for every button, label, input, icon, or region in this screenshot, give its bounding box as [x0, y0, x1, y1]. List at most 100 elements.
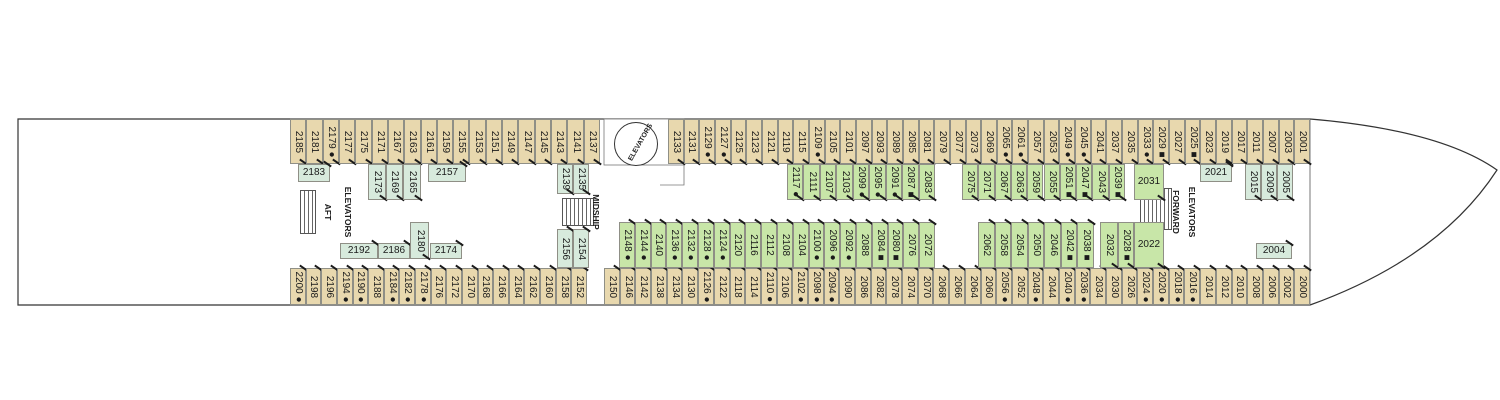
cabin[interactable]: 2151 [485, 119, 503, 164]
cabin[interactable]: 2018 ● [1168, 268, 1185, 305]
cabin[interactable]: 2198 [305, 268, 322, 305]
cabin[interactable]: 2174 [430, 243, 462, 259]
cabin[interactable]: 2034 [1090, 268, 1107, 305]
cabin[interactable]: 2053 [1043, 119, 1060, 164]
cabin[interactable]: 2017 [1231, 119, 1248, 164]
cabin[interactable]: 2158 [555, 268, 572, 305]
cabin[interactable]: 2026 [1121, 268, 1138, 305]
cabin[interactable]: 2081 [918, 119, 935, 164]
cabin[interactable]: 2137 [583, 119, 600, 164]
cabin[interactable]: 2016 ● [1184, 268, 1201, 305]
cabin[interactable]: 2129 ● [699, 119, 715, 164]
cabin[interactable]: 2050 [1027, 222, 1045, 268]
cabin[interactable]: 2133 [668, 119, 684, 164]
cabin[interactable]: 2200 ● [290, 268, 306, 305]
cabin[interactable]: 2156 [557, 229, 573, 268]
cabin[interactable]: 2185 [290, 119, 307, 164]
cabin[interactable]: 2057 [1028, 119, 1044, 164]
cabin[interactable]: 2141 [567, 119, 584, 164]
cabin[interactable]: 2160 [540, 268, 556, 305]
cabin[interactable]: 2140 [650, 222, 667, 268]
cabin[interactable]: 2005 [1277, 164, 1293, 200]
cabin[interactable]: 2000 [1294, 268, 1310, 305]
cabin[interactable]: 2038 ■ [1077, 222, 1094, 268]
cabin[interactable]: 2054 [1011, 222, 1028, 268]
cabin[interactable]: 2039 ■ [1108, 164, 1125, 200]
cabin[interactable]: 2072 [919, 222, 935, 268]
cabin[interactable]: 2052 [1011, 268, 1028, 305]
cabin[interactable]: 2037 [1106, 119, 1123, 164]
cabin[interactable]: 2084 ■ [871, 222, 888, 268]
cabin[interactable]: 2145 [534, 119, 552, 164]
cabin[interactable]: 2103 [836, 164, 853, 200]
cabin[interactable]: 2148 ● [619, 222, 635, 268]
cabin[interactable]: 2090 [839, 268, 856, 305]
cabin[interactable]: 2122 [713, 268, 730, 305]
cabin[interactable]: 2194 ● [336, 268, 353, 305]
cabin[interactable]: 2080 ■ [887, 222, 904, 268]
cabin[interactable]: 2106 [776, 268, 793, 305]
cabin[interactable]: 2179 ● [322, 119, 339, 164]
cabin[interactable]: 2188 [368, 268, 384, 305]
cabin[interactable]: 2178 ● [415, 268, 431, 305]
cabin[interactable]: 2068 [933, 268, 950, 305]
cabin[interactable]: 2095 ● [869, 164, 886, 200]
cabin[interactable]: 2051 ■ [1059, 164, 1077, 200]
cabin[interactable]: 2155 [453, 119, 470, 164]
cabin[interactable]: 2075 [962, 164, 979, 200]
cabin[interactable]: 2061 ● [1012, 119, 1029, 164]
cabin[interactable]: 2071 [978, 164, 995, 200]
cabin[interactable]: 2182 ● [399, 268, 416, 305]
cabin[interactable]: 2094 ● [823, 268, 840, 305]
cabin[interactable]: 2049 ● [1059, 119, 1076, 164]
cabin[interactable]: 2007 [1263, 119, 1279, 164]
cabin[interactable]: 2170 [461, 268, 478, 305]
cabin[interactable]: 2066 [949, 268, 965, 305]
cabin[interactable]: 2096 ● [824, 222, 841, 268]
cabin[interactable]: 2104 [792, 222, 809, 268]
cabin[interactable]: 2124 ● [713, 222, 730, 268]
cabin[interactable]: 2107 [819, 164, 837, 200]
cabin[interactable]: 2154 [573, 229, 589, 268]
cabin[interactable]: 2048 ● [1027, 268, 1044, 305]
cabin[interactable]: 2063 [1010, 164, 1028, 200]
cabin[interactable]: 2042 ■ [1060, 222, 1078, 268]
cabin[interactable]: 2045 ● [1075, 119, 1091, 164]
cabin[interactable]: 2161 [420, 119, 437, 164]
cabin[interactable]: 2108 [777, 222, 793, 268]
cabin[interactable]: 2097 [855, 119, 872, 164]
cabin[interactable]: 2164 [508, 268, 525, 305]
cabin[interactable]: 2001 [1294, 119, 1310, 164]
cabin[interactable]: 2044 [1043, 268, 1059, 305]
cabin[interactable]: 2014 [1200, 268, 1216, 305]
cabin[interactable]: 2040 ● [1058, 268, 1075, 305]
cabin[interactable]: 2033 ● [1137, 119, 1154, 164]
cabin[interactable]: 2029 ■ [1153, 119, 1170, 164]
cabin[interactable]: 2073 [965, 119, 982, 164]
cabin[interactable]: 2074 [902, 268, 918, 305]
cabin[interactable]: 2102 ● [792, 268, 808, 305]
cabin[interactable]: 2100 ● [808, 222, 825, 268]
cabin[interactable]: 2077 [949, 119, 966, 164]
cabin[interactable]: 2092 ● [840, 222, 856, 268]
cabin[interactable]: 2047 ■ [1076, 164, 1093, 200]
cabin[interactable]: 2181 [306, 119, 323, 164]
cabin[interactable]: 2015 [1245, 164, 1261, 200]
cabin[interactable]: 2028 ■ [1118, 222, 1134, 268]
cabin[interactable]: 2020 ● [1153, 268, 1169, 305]
cabin[interactable]: 2025 ■ [1184, 119, 1201, 164]
cabin[interactable]: 2166 [493, 268, 509, 305]
cabin[interactable]: 2004 [1256, 243, 1292, 259]
cabin[interactable]: 2147 [518, 119, 535, 164]
cabin[interactable]: 2118 [729, 268, 746, 305]
cabin[interactable]: 2089 [887, 119, 903, 164]
cabin[interactable]: 2183 [298, 164, 330, 182]
cabin[interactable]: 2086 [855, 268, 871, 305]
cabin[interactable]: 2002 [1278, 268, 1295, 305]
cabin[interactable]: 2036 ● [1074, 268, 1091, 305]
cabin[interactable]: 2031 [1134, 164, 1164, 200]
cabin[interactable]: 2032 [1100, 222, 1118, 268]
cabin[interactable]: 2139 [557, 164, 573, 194]
cabin[interactable]: 2150 [604, 268, 620, 305]
cabin[interactable]: 2169 [385, 164, 404, 200]
